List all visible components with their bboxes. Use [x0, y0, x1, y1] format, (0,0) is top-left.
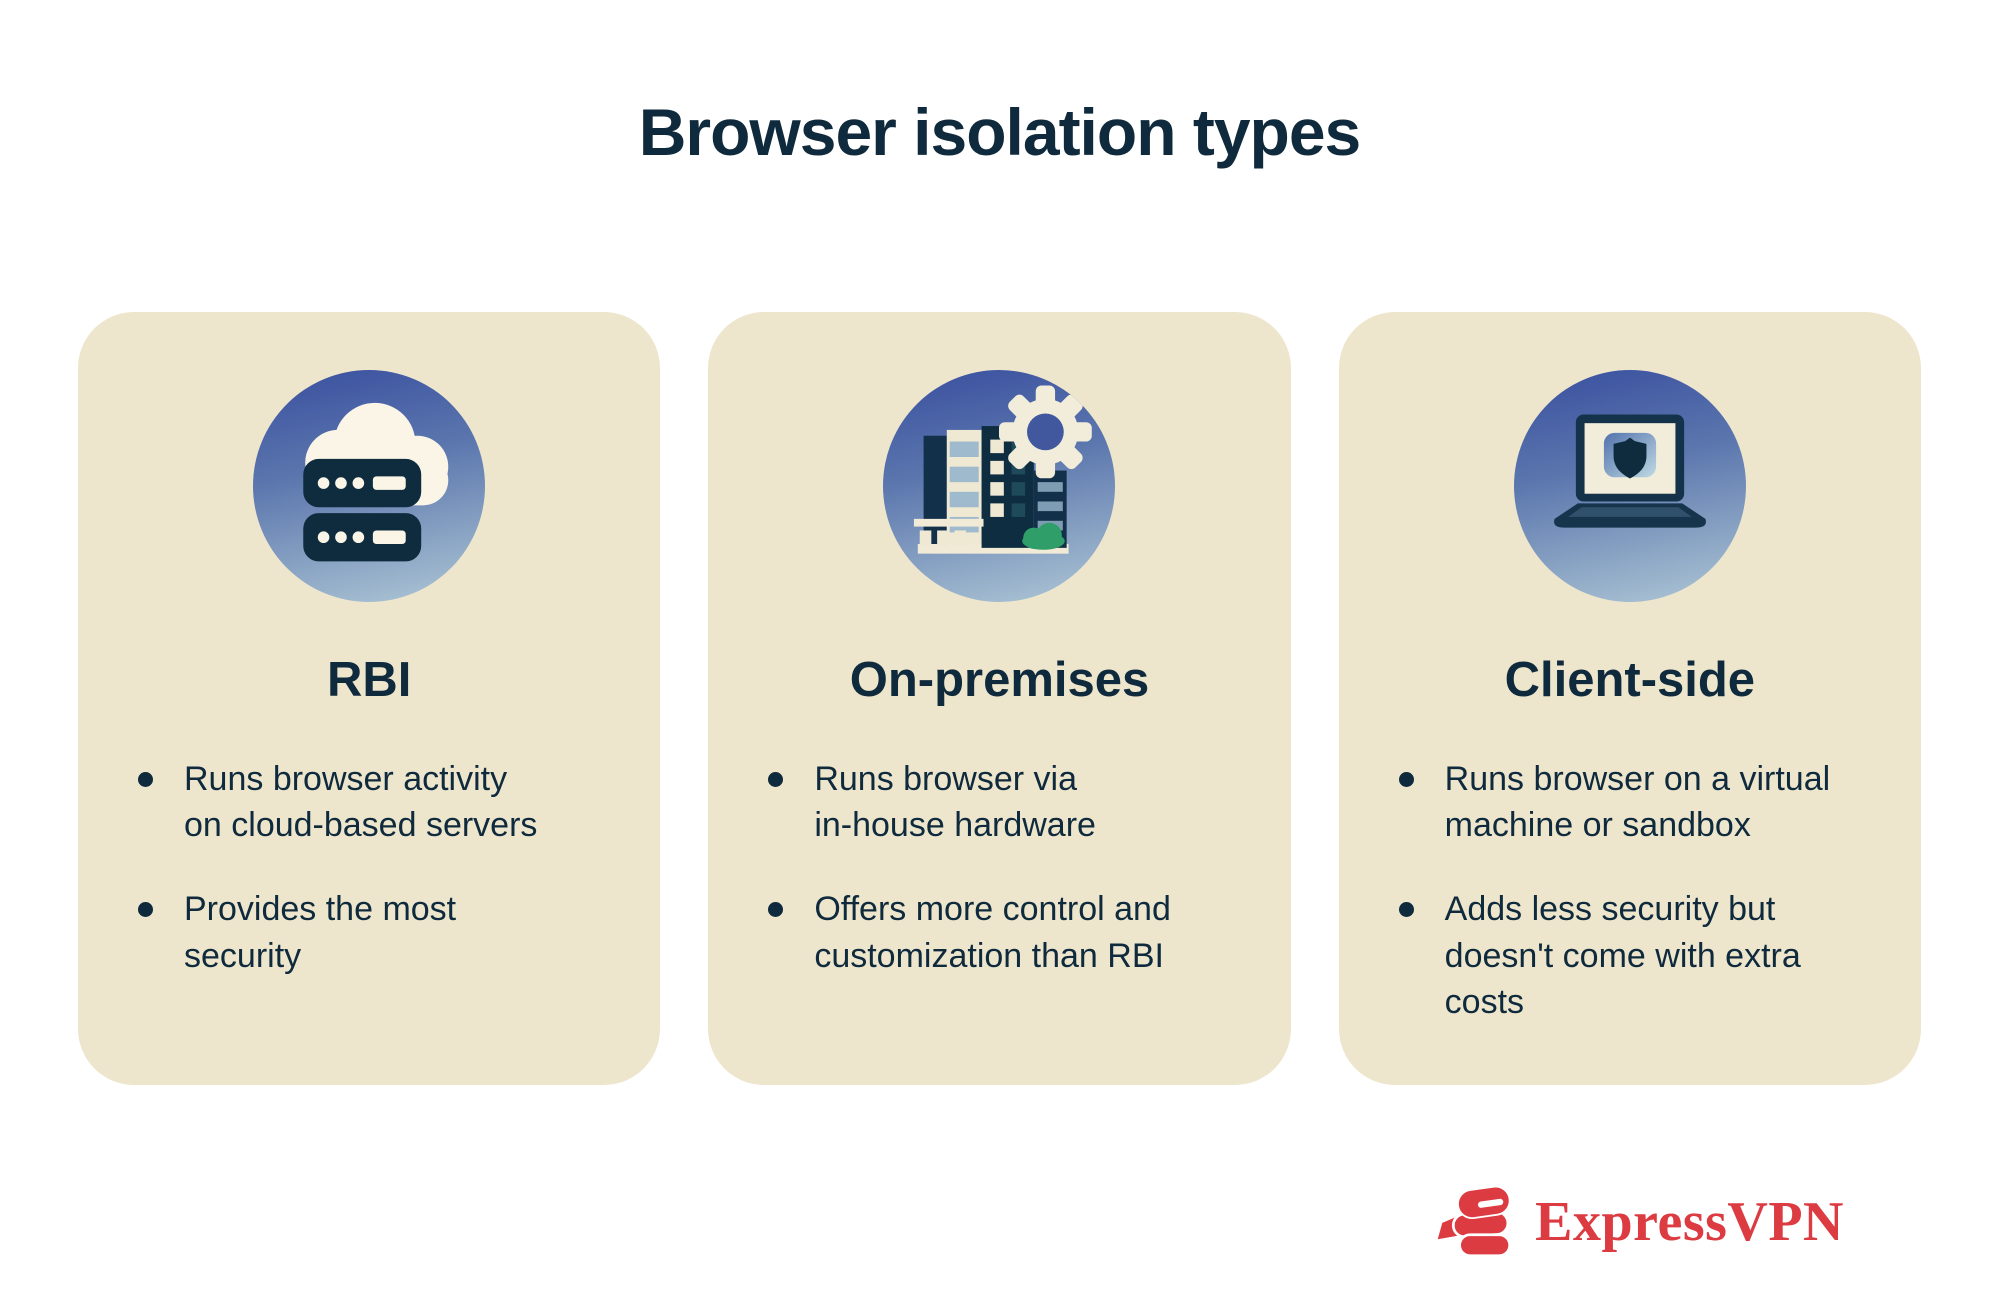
- bullet-item: Adds less security but doesn't come with…: [1398, 886, 1875, 1025]
- building-gear-icon: [883, 370, 1116, 602]
- laptop-shield-graphic: [1553, 414, 1706, 528]
- bullet-list: Runs browser on a virtual machine or san…: [1385, 756, 1875, 1025]
- cloud-servers-icon: [253, 370, 486, 602]
- bullet-list: Runs browser via in-house hardware Offer…: [754, 756, 1244, 979]
- bullet-item: Provides the most security: [138, 886, 614, 978]
- brand-wordmark: ExpressVPN: [1535, 1191, 1844, 1253]
- bullet-item: Offers more control and customization th…: [768, 886, 1244, 978]
- expressvpn-logo-icon: [1435, 1181, 1517, 1263]
- building-gear-graphic: [914, 385, 1093, 554]
- brand-footer: ExpressVPN: [1435, 1181, 1844, 1263]
- card-title: On-premises: [849, 653, 1150, 707]
- laptop-shield-icon: [1513, 370, 1746, 602]
- card-title: RBI: [326, 653, 412, 707]
- bullet-list: Runs browser activity on cloud-based ser…: [124, 756, 614, 979]
- cards-row: RBI Runs browser activity on cloud-based…: [0, 312, 1999, 1086]
- card-title: Client-side: [1504, 653, 1756, 707]
- cloud-servers-graphic: [303, 402, 449, 562]
- page-title: Browser isolation types: [638, 95, 1362, 169]
- bullet-item: Runs browser activity on cloud-based ser…: [138, 756, 614, 848]
- bullet-item: Runs browser on a virtual machine or san…: [1398, 756, 1875, 848]
- card-client-side: Client-side Runs browser on a virtual ma…: [1338, 312, 1921, 1086]
- card-rbi: RBI Runs browser activity on cloud-based…: [78, 312, 661, 1086]
- bullet-item: Runs browser via in-house hardware: [768, 756, 1244, 848]
- card-on-premises: On-premises Runs browser via in-house ha…: [708, 312, 1291, 1086]
